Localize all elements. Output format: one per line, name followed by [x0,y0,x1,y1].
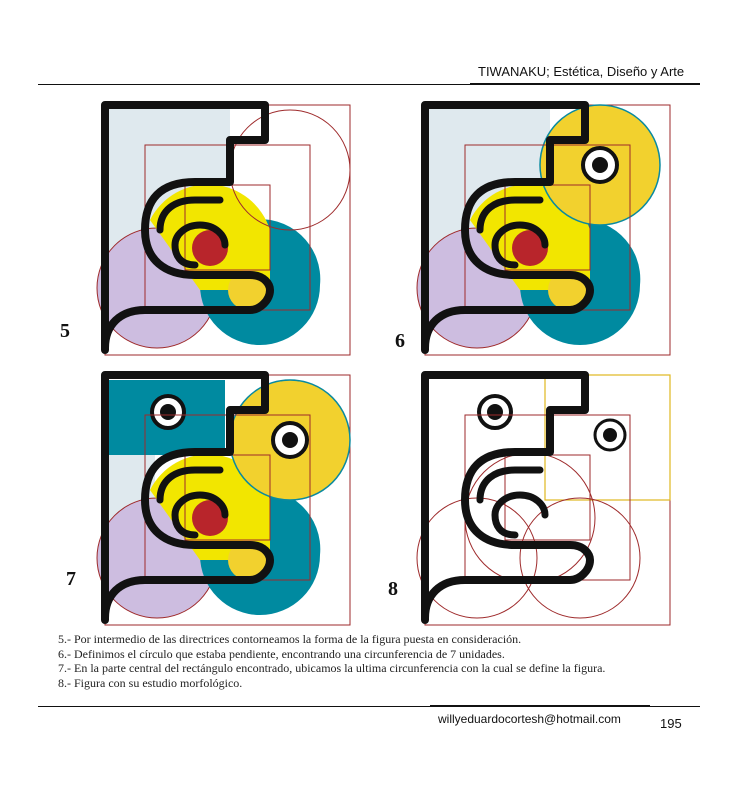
eye-pupil-left [160,404,176,420]
figure-inner-curve [476,196,544,234]
figure-panel-6 [416,100,671,356]
figure-svg [96,371,351,626]
eye-pupil [592,157,608,173]
figure-svg [416,101,671,356]
guide-circle-right [519,497,641,619]
eye-pupil-left [487,404,503,420]
guide-circle-left [416,497,538,619]
caption-7: 7.- En la parte central del rectángulo e… [58,661,606,675]
footer-email: willyeduardocortesh@hotmail.com [438,712,621,726]
page-number: 195 [660,716,682,731]
figure-outline [101,371,274,624]
caption-6: 6.- Definimos el círculo que estaba pend… [58,646,505,661]
footer-rule-accent [430,705,650,707]
header-rule-accent [470,83,700,85]
figure-inner-curve [156,466,224,504]
figure-inner-curve [476,466,544,504]
figure-panel-5 [96,100,351,356]
panel-number-6: 6 [395,330,405,352]
red-circle [192,230,228,266]
panel-number-8: 8 [388,578,398,600]
figure-inner-curve [156,196,224,234]
figure-outline [101,101,274,354]
figure-panel-8 [416,370,671,626]
red-circle [192,500,228,536]
caption-list: 5.- Por intermedio de las directrices co… [58,632,698,690]
figure-outline [421,371,594,624]
eye-pupil [282,432,298,448]
figure-spiral [491,491,549,539]
panel-number-7: 7 [66,568,76,590]
page-header-title: TIWANAKU; Estética, Diseño y Arte [478,64,685,79]
caption-8: 8.- Figura con su estudio morfológico. [58,675,243,690]
header-rule [38,84,700,85]
eye-pupil-right [603,428,617,442]
figure-svg [96,101,351,356]
figure-svg [416,371,671,626]
panel-number-5: 5 [60,320,70,342]
figure-outline [421,101,594,354]
figure-spiral [171,221,229,269]
red-circle [512,230,548,266]
figure-spiral [491,221,549,269]
footer-rule [38,706,700,707]
guide-rect-gold [544,374,671,501]
caption-5: 5.- Por intermedio de las directrices co… [58,632,522,646]
figure-spiral [171,491,229,539]
figure-panel-7 [96,370,351,626]
